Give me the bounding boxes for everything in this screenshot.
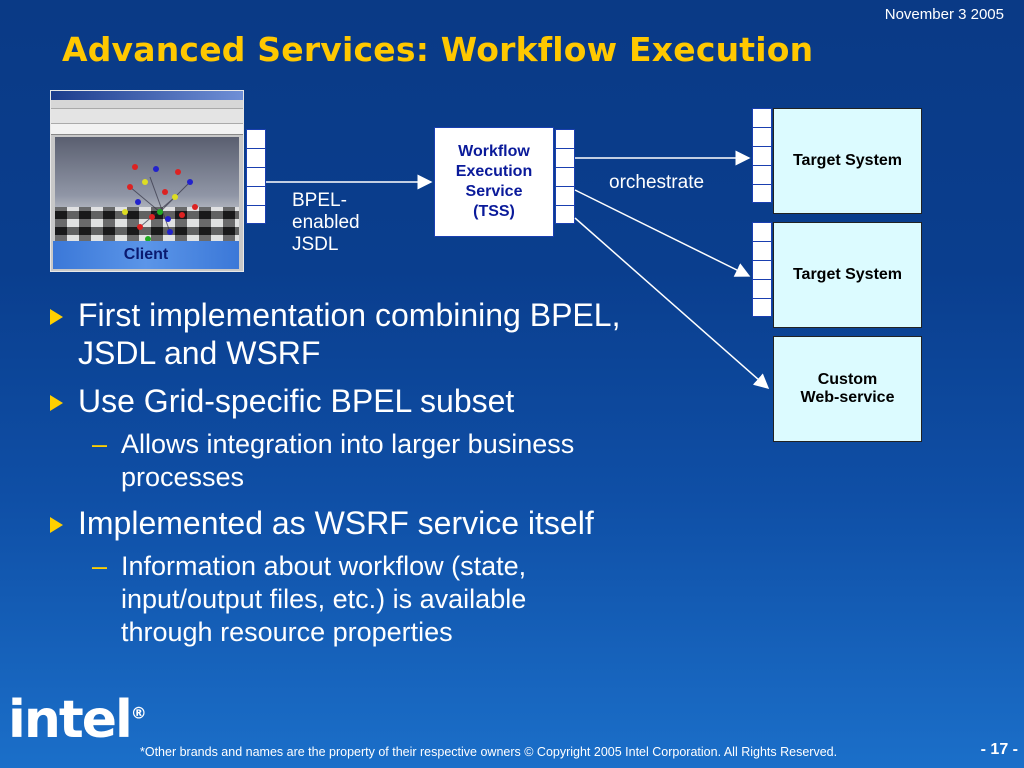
- client-window-titlebar: [51, 91, 243, 100]
- bullet-text: through resource properties: [121, 617, 453, 647]
- tss-to-target2-arrow: [574, 189, 751, 277]
- bpel-line: JSDL: [292, 234, 339, 255]
- bullet-text: Implemented as WSRF service itself: [78, 505, 594, 541]
- tss-box: Workflow Execution Service (TSS): [434, 127, 554, 237]
- bullet-item: Implemented as WSRF service itself: [48, 504, 768, 542]
- port: [752, 222, 772, 241]
- port: [752, 241, 772, 260]
- registered-mark: ®: [130, 703, 147, 723]
- target-2-ports: [752, 222, 772, 317]
- tss-line: (TSS): [473, 203, 515, 220]
- molecule-image: [122, 164, 198, 242]
- bullet-arrow-icon: [50, 517, 63, 533]
- bullet-text: Information about workflow (state,: [121, 551, 527, 581]
- port: [246, 148, 266, 167]
- port: [752, 184, 772, 203]
- dash-marker: –: [92, 551, 108, 581]
- port: [752, 127, 772, 146]
- client-screenshot: Client: [50, 90, 244, 272]
- slide-title: Advanced Services: Workflow Execution: [62, 30, 814, 69]
- port: [246, 205, 266, 224]
- port: [752, 165, 772, 184]
- sub-bullet-item: – Allows integration into larger busines…: [48, 428, 768, 494]
- orchestrate-label: orchestrate: [609, 172, 705, 193]
- client-ports: [246, 129, 266, 224]
- target-system-1: Target System: [773, 108, 922, 214]
- dash-marker: –: [92, 429, 108, 459]
- tss-ports: [555, 129, 575, 224]
- tss-line: Execution: [455, 163, 533, 180]
- bullet-text: Allows integration into larger business: [121, 429, 575, 459]
- port: [246, 129, 266, 148]
- bpel-line: enabled: [292, 212, 360, 233]
- page-number: - 17 -: [980, 741, 1018, 758]
- tss-to-custom-arrow: [574, 217, 770, 389]
- port: [555, 167, 575, 186]
- bullet-arrow-icon: [50, 395, 63, 411]
- bullet-text: input/output files, etc.) is available: [121, 584, 527, 614]
- port: [752, 146, 772, 165]
- bullet-text: processes: [121, 462, 245, 492]
- intel-logo: intel®: [8, 690, 147, 750]
- port: [555, 186, 575, 205]
- port: [555, 205, 575, 224]
- client-window-toolbar: [51, 109, 243, 124]
- target-system-2: Target System: [773, 222, 922, 328]
- bullet-item: Use Grid-specific BPEL subset: [48, 382, 768, 420]
- bpel-line: BPEL-: [292, 190, 347, 211]
- client-window-addressbar: [51, 124, 243, 135]
- logo-text: intel: [8, 690, 133, 750]
- port: [555, 129, 575, 148]
- custom-web-service: Custom Web-service: [773, 336, 922, 442]
- copyright-footer: *Other brands and names are the property…: [140, 745, 838, 759]
- bullet-arrow-icon: [50, 309, 63, 325]
- client-label: Client: [53, 241, 239, 269]
- tss-line: Workflow: [458, 143, 530, 160]
- bullet-text: JSDL and WSRF: [78, 335, 321, 371]
- port: [752, 260, 772, 279]
- bullet-list: First implementation combining BPEL, JSD…: [48, 296, 768, 659]
- port: [752, 108, 772, 127]
- port: [246, 186, 266, 205]
- target-1-ports: [752, 108, 772, 203]
- client-window-menubar: [51, 100, 243, 109]
- port: [752, 298, 772, 317]
- custom-line: Web-service: [800, 389, 895, 406]
- bullet-text: First implementation combining BPEL,: [78, 297, 621, 333]
- bpel-jsdl-label: BPEL- enabled JSDL: [292, 190, 360, 256]
- tss-line: Service: [465, 183, 523, 200]
- bullet-text: Use Grid-specific BPEL subset: [78, 383, 515, 419]
- sub-bullet-item: – Information about workflow (state, inp…: [48, 550, 768, 649]
- bullet-item: First implementation combining BPEL, JSD…: [48, 296, 768, 372]
- port: [555, 148, 575, 167]
- port: [246, 167, 266, 186]
- slide-date: November 3 2005: [884, 6, 1004, 23]
- custom-line: Custom: [817, 371, 878, 388]
- port: [752, 279, 772, 298]
